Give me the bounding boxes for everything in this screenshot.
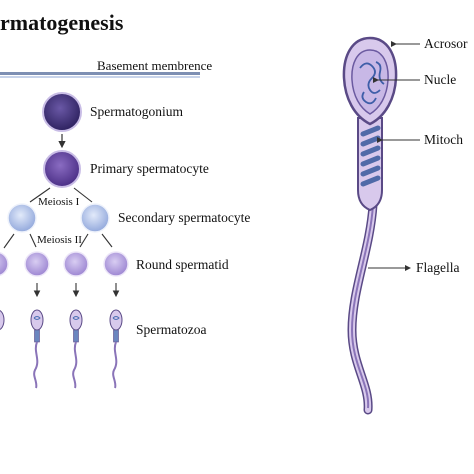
round-spermatid-cell bbox=[0, 251, 9, 277]
part-label-nucleus: Nucle bbox=[424, 72, 457, 87]
figure-title: rmatogenesis bbox=[0, 10, 124, 35]
secondary-spermatocyte-cell bbox=[80, 203, 110, 233]
round-spermatid-cell bbox=[63, 251, 89, 277]
secondary-spermatocyte-cell bbox=[7, 203, 37, 233]
round-spermatid-cell bbox=[24, 251, 50, 277]
flagellum-core bbox=[350, 204, 374, 409]
mitochondria-coil bbox=[360, 125, 381, 187]
meiosis-ii-label: Meiosis II bbox=[37, 234, 82, 246]
small-spermatozoon bbox=[109, 309, 123, 389]
chromatin bbox=[359, 61, 385, 105]
spermatogonium-cell bbox=[42, 92, 82, 132]
stage-label-spermatozoa: Spermatozoa bbox=[136, 322, 207, 337]
primary-spermatocyte-cell bbox=[43, 150, 81, 188]
stage-label-spermatogonium: Spermatogonium bbox=[90, 104, 183, 119]
large-sperm-cell bbox=[342, 36, 398, 415]
meiosis-i-label: Meiosis I bbox=[38, 196, 80, 208]
stage-label-secondary-spermatocyte: Secondary spermatocyte bbox=[118, 210, 251, 225]
round-spermatid-cell bbox=[103, 251, 129, 277]
branch-line bbox=[29, 233, 37, 248]
small-spermatozoon bbox=[69, 309, 83, 389]
basement-membrane-label: Basement membrence bbox=[97, 58, 213, 73]
branch-line bbox=[3, 233, 15, 249]
stage-label-round-spermatid: Round spermatid bbox=[136, 257, 229, 272]
part-label-mitochondria: Mitoch bbox=[424, 132, 463, 147]
part-label-acrosome: Acrosor bbox=[424, 36, 468, 51]
branch-line bbox=[79, 233, 89, 248]
stage-label-primary-spermatocyte: Primary spermatocyte bbox=[90, 161, 209, 176]
basement-membrane bbox=[0, 72, 200, 78]
small-spermatozoon bbox=[30, 309, 44, 389]
branch-right-1 bbox=[73, 187, 93, 203]
branch-left-1 bbox=[29, 187, 51, 203]
branch-line bbox=[101, 233, 113, 248]
part-label-flagellum: Flagella bbox=[416, 260, 460, 275]
small-spermatozoon-partial bbox=[0, 310, 5, 330]
